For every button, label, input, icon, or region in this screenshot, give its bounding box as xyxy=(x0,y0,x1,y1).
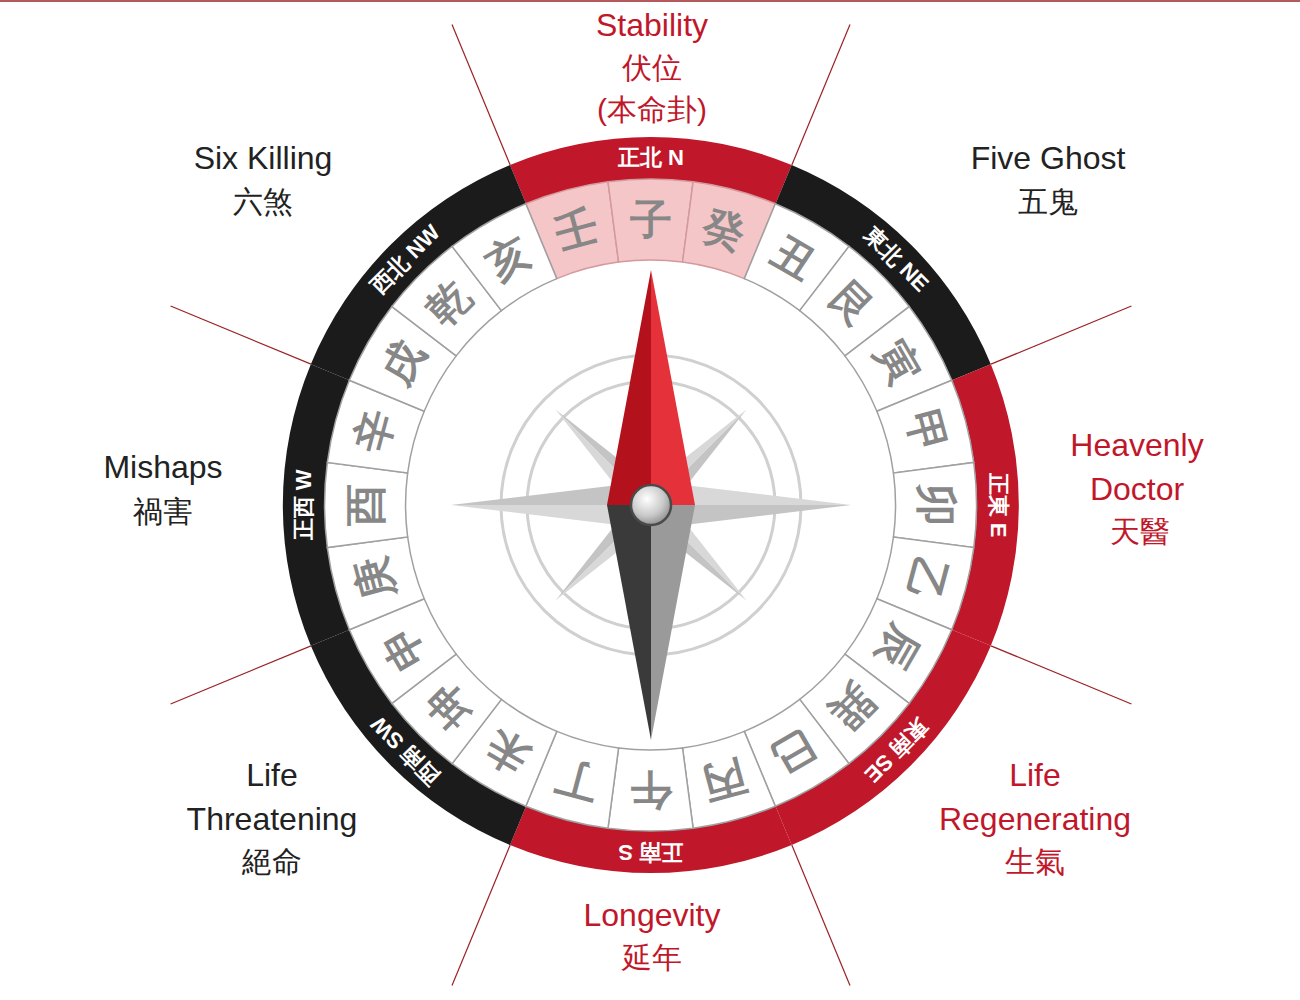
mountain-label: 酉 xyxy=(341,484,391,526)
divider-line xyxy=(991,646,1131,704)
direction-label: 正東 E xyxy=(985,473,1011,538)
mountain-cell: 酉 xyxy=(325,462,408,547)
direction-star-label: Life Regenerating xyxy=(925,753,1145,841)
direction-label: 正北 N xyxy=(618,145,684,171)
direction-star-label: Five Ghost xyxy=(918,136,1178,180)
direction-star-label: 生氣 xyxy=(935,840,1135,884)
label-holder: 延年 xyxy=(552,936,752,980)
mountain-cell: 子 xyxy=(608,179,693,262)
mountain-cell-outline xyxy=(608,179,693,262)
direction-star-label: 伏位 xyxy=(552,46,752,90)
direction-star-label: Longevity xyxy=(522,893,782,937)
label-holder: 伏位 xyxy=(552,46,752,90)
needle-half xyxy=(607,505,651,740)
label-holder: Life Regenerating xyxy=(925,753,1145,841)
label-holder: Mishaps xyxy=(63,445,263,489)
needle-half xyxy=(651,505,695,740)
label-holder: Life Threatening xyxy=(172,753,372,841)
divider-line xyxy=(452,845,510,985)
direction-star-label: Life Threatening xyxy=(172,753,372,841)
direction-star-label: Stability xyxy=(502,3,802,47)
direction-star-label: Mishaps xyxy=(63,445,263,489)
mountain-cell: 卯 xyxy=(894,462,977,547)
compass-needle xyxy=(607,270,695,740)
divider-line xyxy=(171,306,311,364)
direction-label: 正西 W xyxy=(291,470,317,541)
divider-line xyxy=(792,845,850,985)
divider-line xyxy=(452,25,510,165)
mountain-cell-outline xyxy=(608,748,693,831)
direction-label: 正南 S xyxy=(619,839,684,865)
label-holder: 絕命 xyxy=(172,840,372,884)
divider-line xyxy=(792,25,850,165)
mountain-cell: 午 xyxy=(608,748,693,831)
label-holder: 五鬼 xyxy=(948,180,1148,224)
direction-star-label: 六煞 xyxy=(163,180,363,224)
direction-star-label: 天醫 xyxy=(1040,510,1240,554)
label-holder: Longevity xyxy=(522,893,782,937)
label-holder: Six Killing xyxy=(133,136,393,180)
label-holder: 六煞 xyxy=(163,180,363,224)
needle-half xyxy=(607,270,651,505)
label-holder: Stability xyxy=(502,3,802,47)
direction-star-label: 禍害 xyxy=(63,490,263,534)
needle-knob xyxy=(631,485,671,525)
label-holder: Heavenly Doctor xyxy=(1037,423,1237,511)
direction-star-label: (本命卦) xyxy=(552,88,752,132)
mountain-label: 午 xyxy=(630,765,672,815)
mountain-label: 卯 xyxy=(911,484,961,526)
label-holder: Five Ghost xyxy=(918,136,1178,180)
mountain-cell-outline xyxy=(451,201,566,316)
label-holder: 生氣 xyxy=(935,840,1135,884)
direction-star-label: Heavenly Doctor xyxy=(1037,423,1237,511)
direction-star-label: 延年 xyxy=(552,936,752,980)
label-holder: (本命卦) xyxy=(552,88,752,132)
mountain-cell-outline xyxy=(894,462,977,547)
direction-star-label: 絕命 xyxy=(172,840,372,884)
top-rule xyxy=(0,0,1300,2)
direction-star-label: Six Killing xyxy=(133,136,393,180)
label-holder: 禍害 xyxy=(63,490,263,534)
divider-line xyxy=(171,646,311,704)
needle-half xyxy=(651,270,695,505)
mountain-cell-outline xyxy=(325,462,408,547)
label-holder: 天醫 xyxy=(1040,510,1240,554)
mountain-label: 子 xyxy=(630,195,672,245)
direction-star-label: 五鬼 xyxy=(948,180,1148,224)
divider-line xyxy=(991,306,1131,364)
